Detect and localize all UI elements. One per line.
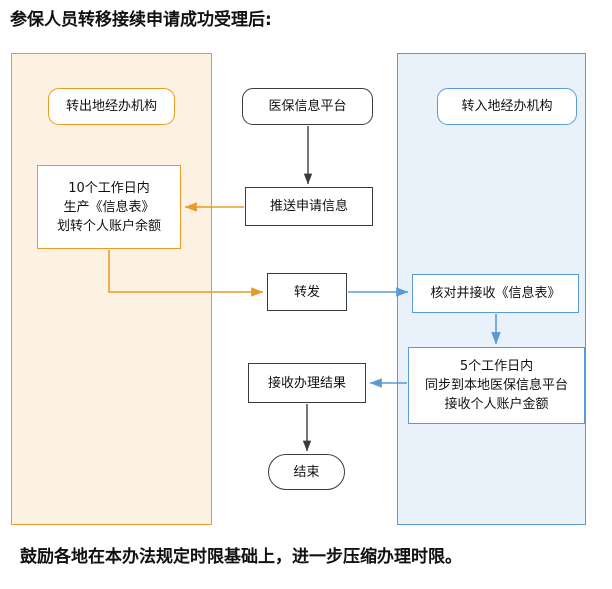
node-header-transfer-out[interactable]: 转出地经办机构 [48,88,175,125]
node-sync-local-platform[interactable]: 5个工作日内 同步到本地医保信息平台 接收个人账户金额 [408,347,585,424]
node-check-and-receive-form[interactable]: 核对并接收《信息表》 [412,274,579,313]
swimlane-transfer-out [11,53,212,525]
node-header-platform[interactable]: 医保信息平台 [242,88,373,125]
page-title: 参保人员转移接续申请成功受理后: [10,10,272,30]
node-generate-information-form[interactable]: 10个工作日内 生产《信息表》 划转个人账户余额 [37,165,181,249]
node-forward[interactable]: 转发 [267,273,347,311]
node-end[interactable]: 结束 [268,454,345,490]
edge-generate-to-forward [108,250,264,297]
page-footnote: 鼓励各地在本办法规定时限基础上，进一步压缩办理时限。 [20,547,462,567]
node-push-application[interactable]: 推送申请信息 [245,187,373,226]
node-receive-result[interactable]: 接收办理结果 [248,363,366,403]
node-header-transfer-in[interactable]: 转入地经办机构 [437,88,577,125]
